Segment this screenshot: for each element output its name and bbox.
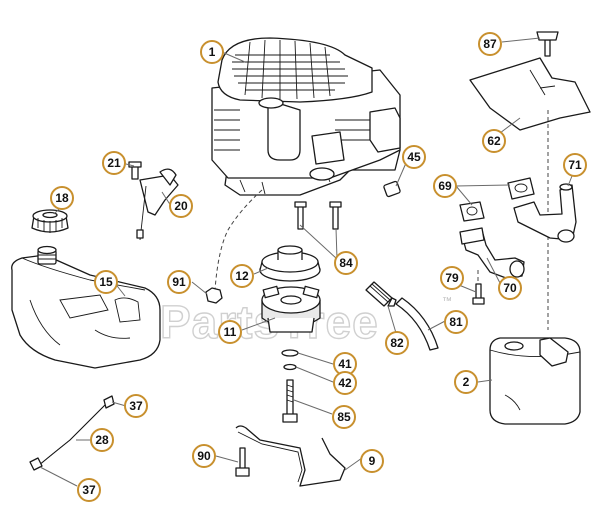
engine-part [211,37,401,196]
callout-45: 45 [402,145,426,169]
callout-82: 82 [385,331,409,355]
svg-text:82: 82 [390,336,404,350]
svg-text:21: 21 [107,156,121,170]
svg-text:85: 85 [337,410,351,424]
svg-text:11: 11 [224,325,237,339]
svg-text:37: 37 [82,483,96,497]
svg-text:42: 42 [338,376,352,390]
fuel-tank-part [11,245,161,369]
muffler-bolt-part [472,270,485,305]
fuel-cap-part [31,209,69,233]
callout-37-top: 37 [124,394,148,418]
fitting-part [383,180,401,198]
svg-text:81: 81 [449,315,463,329]
muffler-part [489,337,581,425]
pulley-part [259,245,321,282]
callout-79: 79 [440,266,464,290]
heat-shield-part [469,31,591,330]
svg-text:91: 91 [172,275,186,289]
callout-20: 20 [169,194,193,218]
callout-81: 81 [444,310,468,334]
svg-text:20: 20 [174,199,188,213]
svg-text:87: 87 [483,37,497,51]
callout-69: 69 [433,174,457,198]
callout-37-bottom: 37 [77,478,101,502]
engine-bolts-part [294,201,342,230]
svg-text:9: 9 [369,454,376,468]
washer-41-part [281,349,299,357]
callout-11: 11 [218,320,242,344]
callout-2: 2 [454,370,478,394]
callout-91: 91 [167,270,191,294]
callout-85: 85 [332,405,356,429]
wire-harness-dashed [214,189,263,291]
svg-text:79: 79 [445,271,459,285]
callout-1: 1 [200,40,224,64]
svg-text:1: 1 [209,45,216,59]
svg-text:69: 69 [438,179,452,193]
svg-text:28: 28 [95,433,109,447]
nut-part [205,287,223,304]
fuel-line-part [29,395,115,471]
callout-71: 71 [563,153,587,177]
callout-15: 15 [94,270,118,294]
svg-text:18: 18 [55,191,69,205]
callout-42: 42 [333,371,357,395]
svg-text:12: 12 [235,269,249,283]
clutch-bolt-part [282,379,298,423]
fuel-fitting-part [365,281,439,351]
exhaust-pipe-71-part [513,183,577,243]
callout-12: 12 [230,264,254,288]
svg-text:45: 45 [407,150,421,164]
callout-21: 21 [102,151,126,175]
svg-text:70: 70 [503,281,517,295]
svg-text:41: 41 [338,357,352,371]
callout-84: 84 [334,251,358,275]
callout-90: 90 [192,444,216,468]
exhaust-gaskets-part [459,177,535,222]
callout-18: 18 [50,186,74,210]
callout-87: 87 [478,32,502,56]
svg-text:15: 15 [99,275,113,289]
callout-41: 41 [333,352,357,376]
exhaust-pipe-70-part [459,227,525,279]
electric-clutch-part [261,285,321,333]
svg-text:71: 71 [568,158,582,172]
belt-guide-part [235,425,346,487]
svg-text:2: 2 [463,375,470,389]
svg-text:90: 90 [197,449,211,463]
callout-70: 70 [498,276,522,300]
trademark-symbol: ™ [442,296,452,307]
svg-text:84: 84 [339,256,353,270]
callout-9: 9 [360,449,384,473]
callout-62: 62 [482,129,506,153]
svg-text:37: 37 [129,399,143,413]
callout-28: 28 [90,428,114,452]
svg-text:62: 62 [487,134,501,148]
washer-42-part [283,363,297,371]
throttle-control-part [128,161,179,241]
